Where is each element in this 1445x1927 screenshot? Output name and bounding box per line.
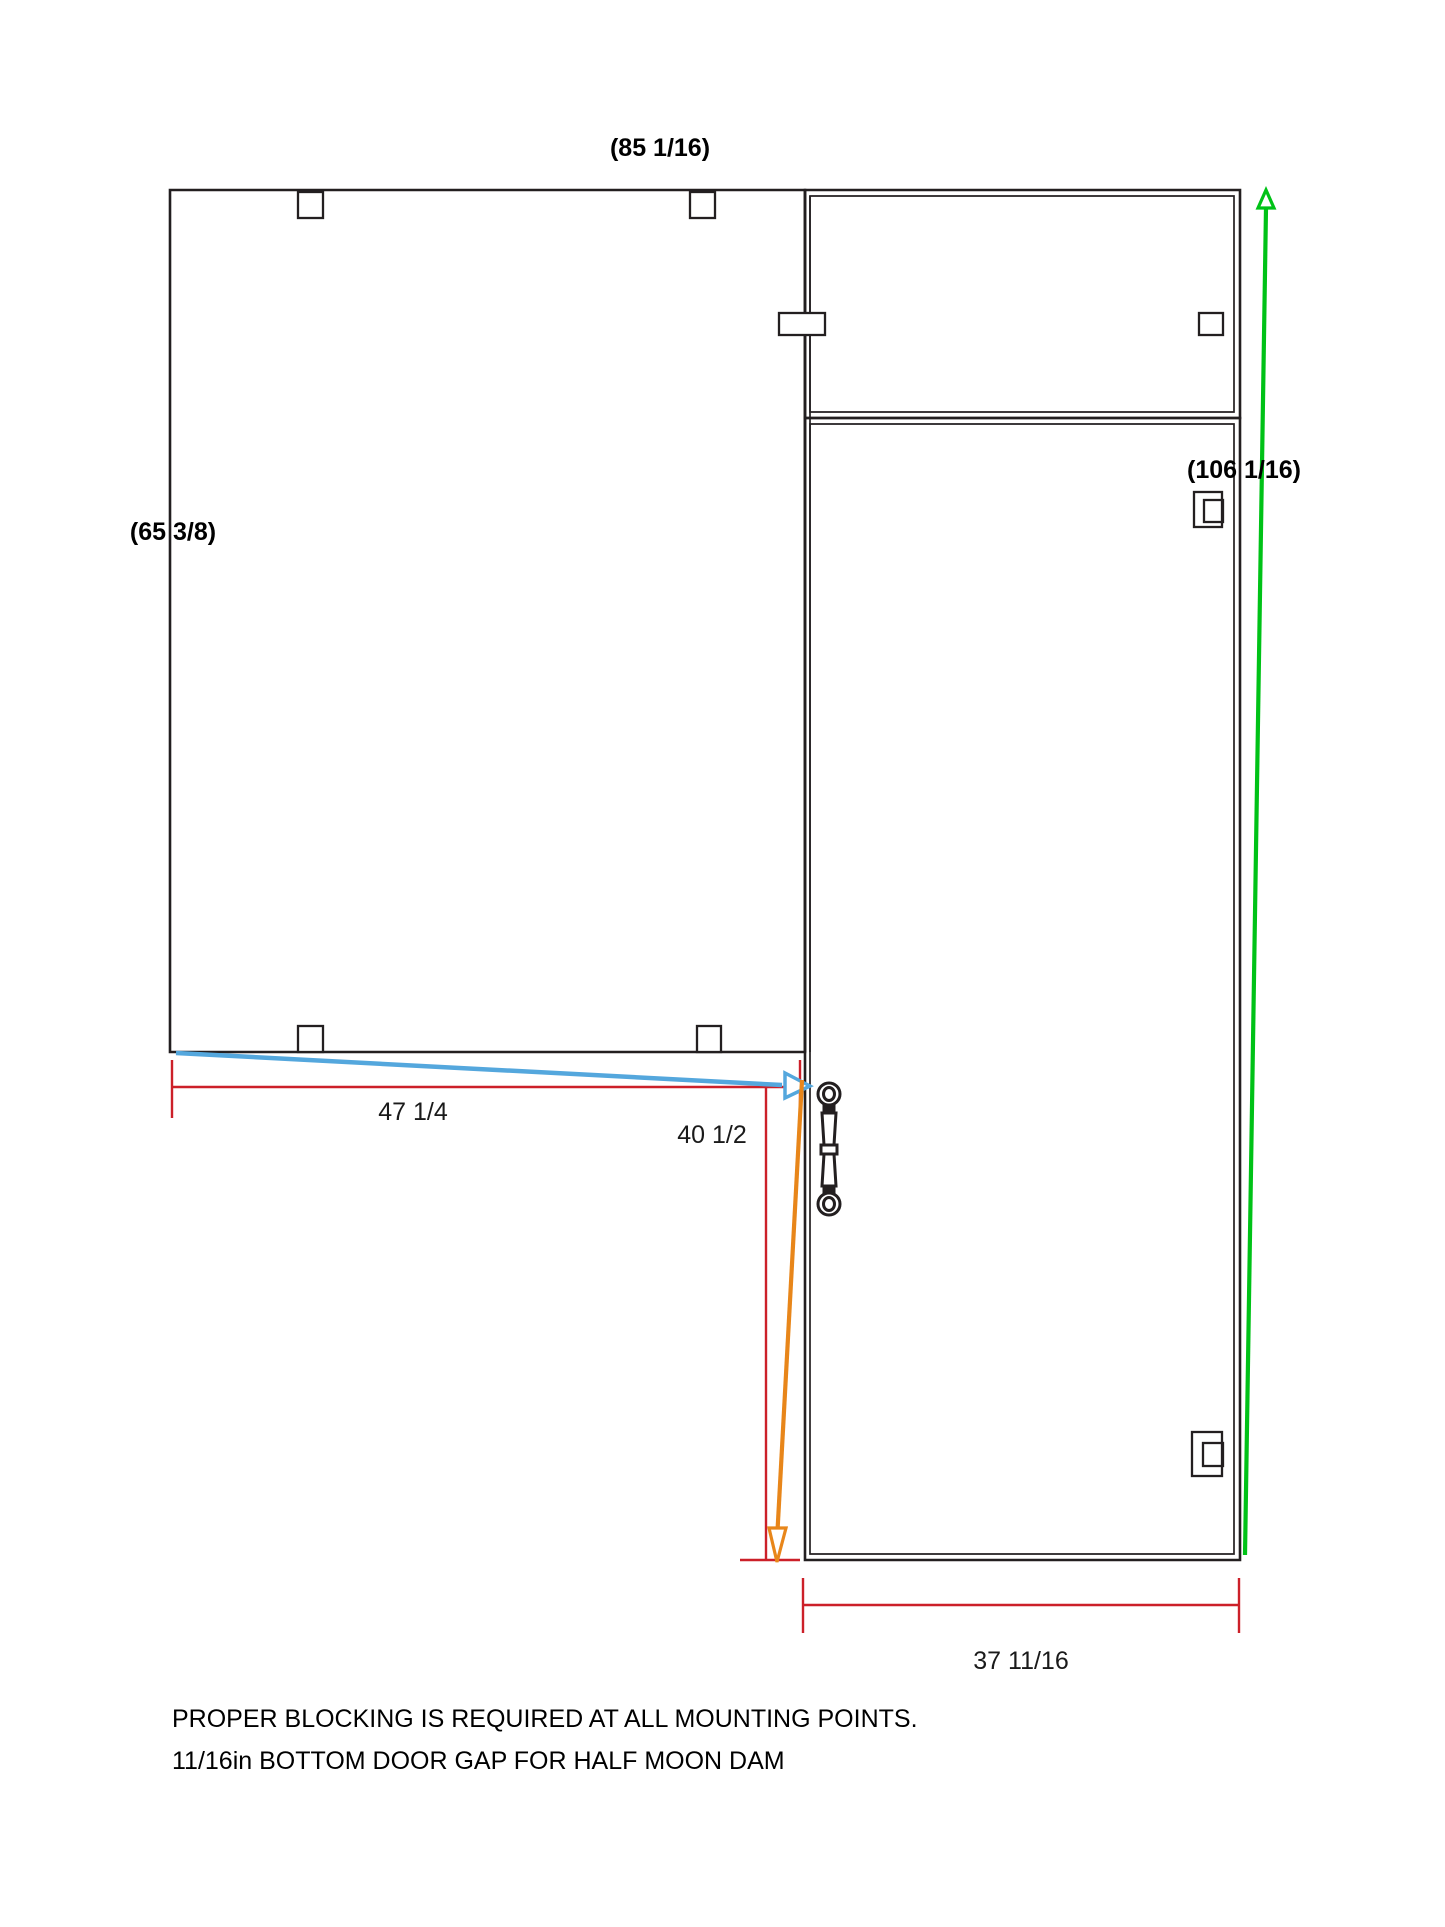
door-handle: [816, 1081, 842, 1217]
note-line-2: 11/16in BOTTOM DOOR GAP FOR HALF MOON DA…: [172, 1747, 785, 1775]
leader-orange-40: [766, 1079, 805, 1563]
mounting-bracket-bottom-right: [1190, 1430, 1225, 1478]
mounting-bracket-bottom-left: [296, 1024, 325, 1054]
upper-right-panel: [803, 188, 1242, 420]
label-right-height: (106 1/16): [1187, 456, 1301, 484]
mounting-bracket-bottom-mid: [695, 1024, 723, 1054]
leader-green-106: [1242, 186, 1277, 1556]
mounting-bracket-right-mid: [1192, 490, 1225, 529]
label-lower-left-width: 47 1/4: [378, 1098, 448, 1126]
right-tall-panel: [803, 416, 1242, 1562]
mounting-bracket-top-left: [296, 190, 325, 220]
label-top-overall: (85 1/16): [610, 134, 710, 162]
label-bottom-width: 37 11/16: [973, 1647, 1068, 1675]
note-line-1: PROPER BLOCKING IS REQUIRED AT ALL MOUNT…: [172, 1705, 918, 1733]
label-door-height: 40 1/2: [677, 1121, 747, 1149]
dimension-line-40-1-2: [740, 1087, 800, 1562]
leader-blue-47: [175, 1050, 814, 1101]
mounting-bracket-upper-right: [1197, 311, 1225, 337]
label-left-height: (65 3/8): [130, 518, 216, 546]
dimension-line-37-11-16: [801, 1578, 1241, 1633]
mounting-bracket-top-mid: [688, 190, 717, 220]
mounting-bracket-mid-divider: [777, 311, 827, 337]
left-panel: [168, 188, 807, 1054]
